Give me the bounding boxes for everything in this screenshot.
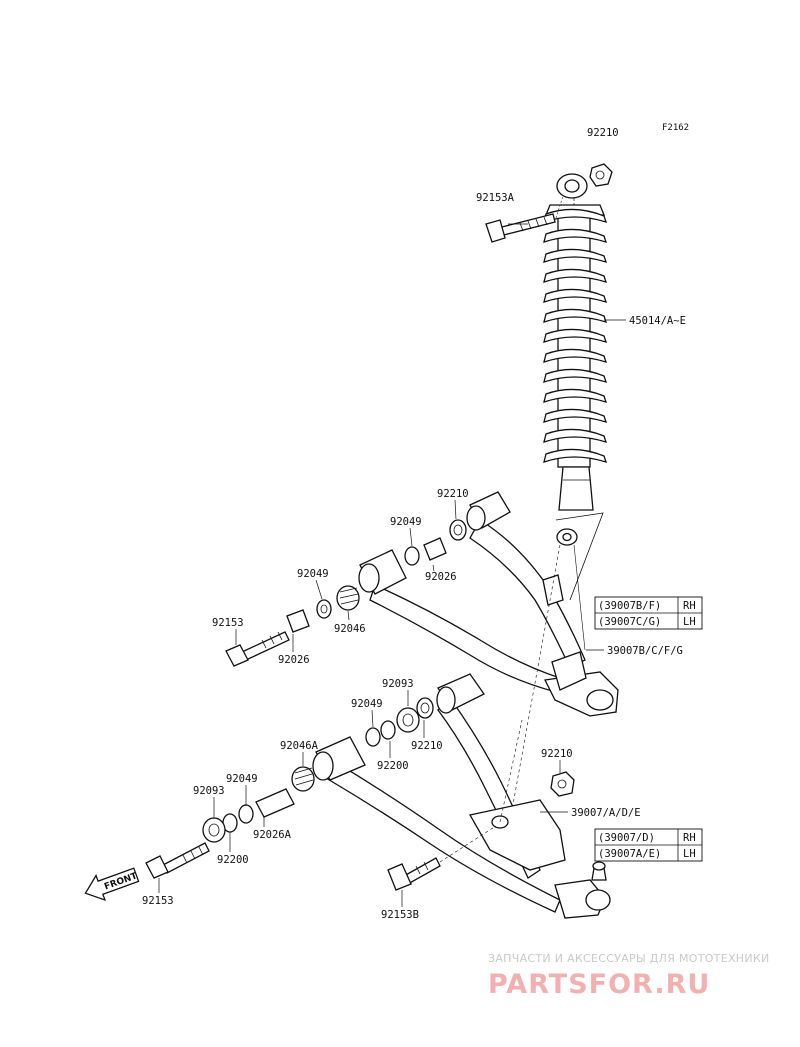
label-92153-lower: 92153	[142, 895, 174, 907]
label-92093-lower-1: 92093	[382, 678, 414, 690]
spring-coil-turn	[543, 308, 608, 323]
lower-table-row2-side: LH	[683, 848, 696, 860]
upper-arm-side-table: (39007B/F) RH (39007C/G) LH	[594, 596, 703, 630]
spring-coil-turn	[543, 268, 608, 283]
upper-bushings	[286, 519, 467, 633]
label-92026-upper-1: 92026	[425, 571, 457, 583]
label-92026A: 92026A	[253, 829, 292, 841]
lower-arm-side-table: (39007/D) RH (39007A/E) LH	[594, 828, 703, 862]
lower-a-arm	[312, 673, 611, 919]
spring-coil-turn	[543, 288, 608, 303]
label-45014: 45014/A~E	[629, 315, 686, 327]
label-92046: 92046	[334, 623, 366, 635]
label-92200-lower-1: 92200	[377, 760, 409, 772]
label-92046A: 92046A	[280, 740, 319, 752]
label-92049-lower-1: 92049	[351, 698, 383, 710]
label-92200-lower-2: 92200	[217, 854, 249, 866]
label-92026-upper-2: 92026	[278, 654, 310, 666]
label-92210-lower-2: 92210	[541, 748, 573, 760]
lower-bushings	[202, 697, 575, 843]
figure-code: F2162	[662, 123, 689, 133]
spring-coil-turn	[543, 228, 608, 243]
spring-coil-turn	[543, 348, 608, 363]
bolt-92153A	[485, 213, 556, 243]
spring-coil-turn	[543, 248, 608, 263]
label-92153B: 92153B	[381, 909, 419, 921]
bolt-92153-lower	[145, 842, 210, 879]
watermark-logo: PARTSFOR.RU	[488, 969, 710, 1000]
spring-coil-turn	[543, 368, 608, 383]
front-direction-arrow: FRONT	[84, 867, 140, 902]
label-39007ADE: 39007/A/D/E	[571, 807, 641, 819]
coil-spring	[543, 208, 608, 463]
spring-coil-turn	[543, 388, 608, 403]
nut-92210-top	[589, 163, 613, 187]
watermark-tagline: ЗАПЧАСТИ И АКСЕССУАРЫ ДЛЯ МОТОТЕХНИКИ	[488, 952, 770, 965]
label-92210-top: 92210	[587, 127, 619, 139]
leader-lines	[158, 223, 626, 907]
bolt-92153B	[387, 825, 497, 891]
label-92049-upper-1: 92049	[390, 516, 422, 528]
label-92093-lower-2: 92093	[193, 785, 225, 797]
upper-table-row1-side: RH	[683, 600, 696, 612]
watermark: ЗАПЧАСТИ И АКСЕССУАРЫ ДЛЯ МОТОТЕХНИКИ PA…	[488, 952, 770, 1000]
bolt-92153-upper	[225, 631, 290, 667]
label-92210-upper: 92210	[437, 488, 469, 500]
label-92049-upper-2: 92049	[297, 568, 329, 580]
label-92153A: 92153A	[476, 192, 515, 204]
upper-table-row2-side: LH	[683, 616, 696, 628]
upper-table-row1-part: (39007B/F)	[598, 600, 661, 612]
shock-absorber	[543, 173, 608, 601]
part-labels: 92210 92153A 45014/A~E 92210 92049 92026…	[142, 127, 686, 921]
label-92153-upper: 92153	[212, 617, 244, 629]
spring-coil-turn	[543, 428, 608, 443]
label-39007BCFG: 39007B/C/F/G	[607, 645, 683, 657]
label-92210-lower-1: 92210	[411, 740, 443, 752]
spring-coil-turn	[543, 408, 608, 423]
spring-coil-turn	[543, 208, 608, 223]
lower-table-row1-side: RH	[683, 832, 696, 844]
upper-a-arm	[358, 491, 619, 811]
spring-coil-turn	[543, 448, 608, 463]
label-92049-lower-2: 92049	[226, 773, 258, 785]
spring-coil-turn	[543, 328, 608, 343]
upper-table-row2-part: (39007C/G)	[598, 616, 661, 628]
lower-table-row2-part: (39007A/E)	[598, 848, 661, 860]
lower-table-row1-part: (39007/D)	[598, 832, 655, 844]
